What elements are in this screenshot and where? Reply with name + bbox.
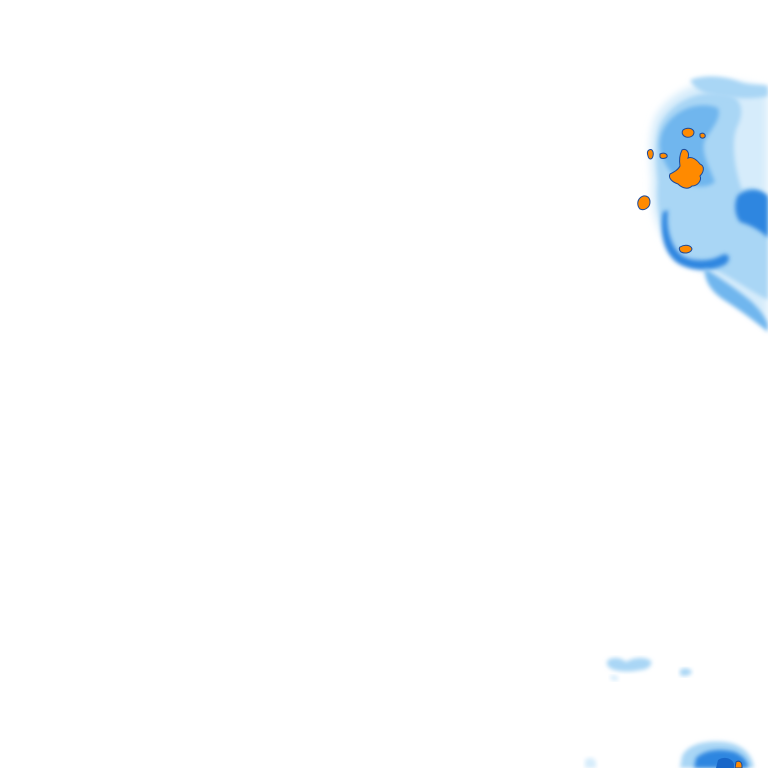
precip-core-west [637, 195, 651, 211]
storm-cell-bottom [680, 741, 754, 768]
precip-core-small-4 [699, 132, 706, 139]
echo-cluster-3 [610, 675, 619, 681]
scattered-echoes-lower [585, 657, 692, 768]
echo-cluster-2 [680, 668, 692, 676]
precip-zone-medium [659, 105, 719, 187]
precip-top-ridge [690, 76, 768, 99]
echo-cluster-1 [606, 657, 652, 672]
precip-streak-south [704, 268, 768, 332]
precip-arc-right [735, 189, 768, 238]
echo-cluster-4 [585, 757, 596, 768]
precip-core-small-1 [681, 127, 695, 138]
bottom-cell-dark [716, 757, 734, 768]
storm-cell-upper-right [637, 76, 768, 332]
precip-core-main [669, 149, 704, 189]
precip-core-small-3 [659, 152, 668, 159]
bottom-cell-high [734, 760, 743, 768]
precip-core-south [678, 244, 693, 254]
precip-arc-left [661, 210, 729, 270]
precip-core-small-2 [646, 149, 654, 160]
